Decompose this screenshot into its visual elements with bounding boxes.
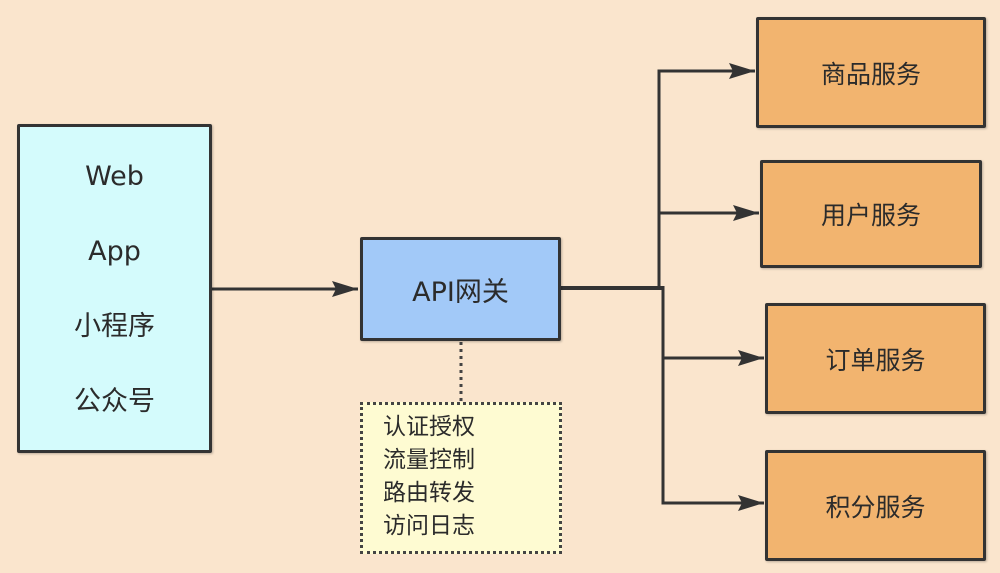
service-points-label: 积分服务: [825, 492, 926, 522]
feature-auth: 认证授权: [383, 414, 475, 440]
client-mini-program: 小程序: [74, 310, 155, 342]
clients-box: Web App 小程序 公众号: [17, 124, 212, 453]
gateway-features-note: 认证授权 流量控制 路由转发 访问日志: [360, 402, 562, 554]
service-product-label: 商品服务: [820, 59, 921, 89]
feature-routing: 路由转发: [383, 480, 475, 506]
service-order-label: 订单服务: [825, 345, 926, 375]
service-user-box: 用户服务: [760, 160, 982, 268]
edge-to-service-3: [661, 356, 764, 511]
client-app: App: [88, 235, 141, 267]
feature-access-log: 访问日志: [383, 513, 475, 539]
service-user-label: 用户服务: [820, 201, 921, 230]
service-order-box: 订单服务: [765, 303, 986, 414]
edge-to-service-0: [657, 63, 755, 290]
api-gateway-label: API网关: [412, 276, 509, 308]
client-official-account: 公众号: [74, 385, 155, 417]
service-points-box: 积分服务: [765, 450, 986, 561]
client-web: Web: [85, 160, 144, 192]
edge-to-service-2: [661, 286, 764, 366]
api-gateway-box: API网关: [360, 237, 561, 341]
feature-rate-limit: 流量控制: [383, 447, 475, 473]
service-product-box: 商品服务: [756, 17, 986, 128]
